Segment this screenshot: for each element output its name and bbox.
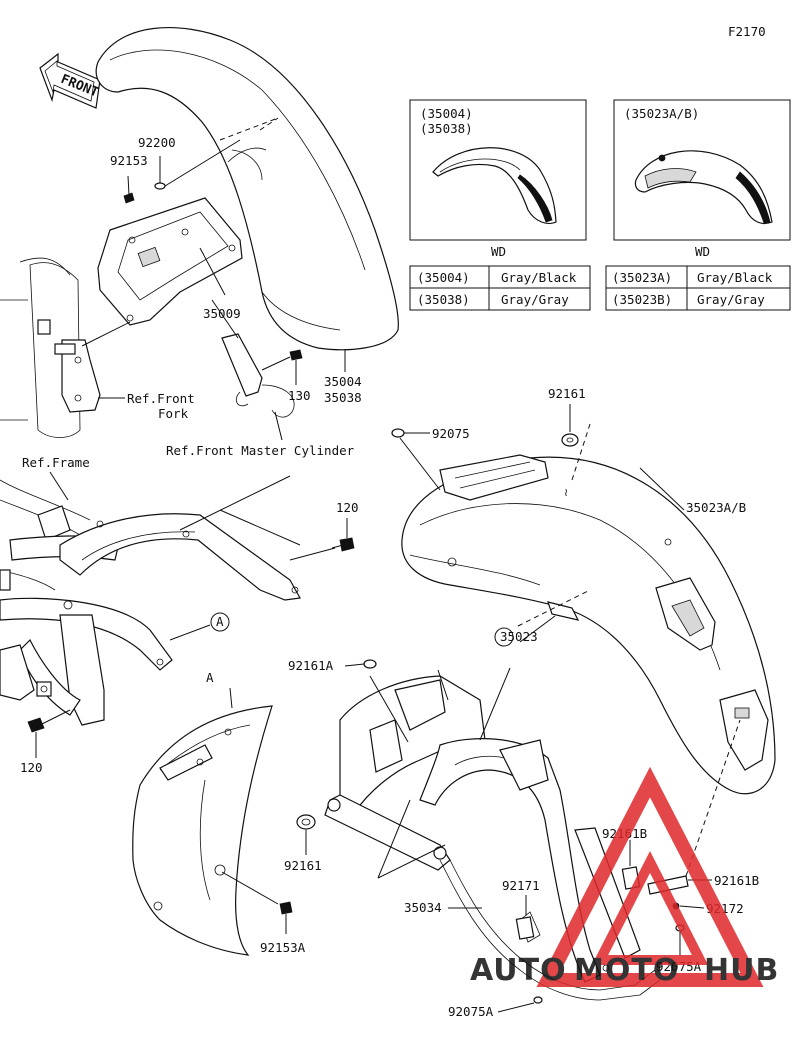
variant-region-right: WD — [695, 244, 710, 259]
rear-fender-35023ab — [401, 454, 776, 795]
callout-92075a-2: 92075A — [448, 1004, 494, 1019]
leader-dash — [571, 423, 591, 481]
leader-line — [639, 467, 685, 511]
pad-92161b-left — [515, 895, 535, 940]
table-cell-code: (35023A) — [612, 270, 672, 285]
table-cell-color: Gray/Gray — [697, 292, 765, 307]
callout-ref-front-fork-1: Ref.Front — [127, 391, 195, 406]
leader-dash — [219, 117, 279, 141]
callout-a-right: 35023 — [500, 629, 538, 644]
variant-region-left: WD — [491, 244, 506, 259]
color-table-left: (35004) Gray/Black (35038) Gray/Gray — [409, 265, 591, 311]
callout-35004: 35004 — [324, 374, 362, 389]
leader-line — [519, 615, 556, 643]
bolt-92153 — [123, 175, 135, 204]
table-cell-code: (35004) — [417, 270, 470, 285]
callout-92075: 92075 — [432, 426, 470, 441]
front-fork — [0, 257, 101, 438]
hose-clamp-bracket — [221, 333, 295, 418]
table-cell-code: (35038) — [417, 292, 470, 307]
leader-line — [274, 411, 283, 441]
bolt-130 — [261, 349, 303, 385]
leader-line — [377, 799, 411, 879]
leader-dash — [685, 719, 741, 877]
variant-box-right: (35023A/B) — [613, 99, 791, 241]
variant-code-35004: (35004) — [420, 106, 473, 121]
table-cell-color: Gray/Black — [697, 270, 773, 285]
leader-dash — [259, 117, 279, 131]
callout-130: 130 — [288, 388, 311, 403]
leader-line — [164, 139, 241, 187]
fender-bracket-35009 — [97, 197, 243, 326]
variant-box-left: (35004) (35038) — [409, 99, 587, 241]
color-table-right: (35023A) Gray/Black (35023B) Gray/Gray — [605, 265, 791, 311]
screw-92153a — [221, 871, 293, 934]
front-fender-35004 — [95, 26, 399, 351]
variant-code-35023ab: (35023A/B) — [624, 106, 699, 121]
fender-stay-35034 — [324, 675, 661, 1001]
grommet-92161-top — [561, 404, 579, 447]
leader-line — [199, 247, 226, 296]
ref-circle-a-left — [210, 612, 230, 632]
leader-line — [179, 475, 291, 531]
figure-code: F2170 — [728, 24, 766, 39]
washer-92200 — [154, 156, 166, 190]
callout-35034: 35034 — [404, 900, 442, 915]
inner-fender-35023 — [132, 705, 273, 956]
callout-ref-frame: Ref.Frame — [22, 455, 90, 470]
callout-92171: 92161B — [714, 873, 759, 888]
callout-120-bottom: 120 — [20, 760, 43, 775]
leader-line — [229, 687, 233, 709]
callout-35038: 35038 — [324, 390, 362, 405]
leader-line — [344, 663, 365, 667]
callout-92161a: 92161A — [288, 658, 334, 673]
leader-line — [479, 667, 511, 741]
leader-dash — [517, 589, 591, 627]
front-arrow-icon: FRONT — [39, 52, 101, 109]
watermark-moto: MOTO — [574, 953, 679, 988]
table-cell-code: (35023B) — [612, 292, 672, 307]
callout-a-left: A — [216, 614, 224, 629]
leader-line — [437, 669, 449, 701]
callout-92161-top: 92161 — [548, 386, 586, 401]
callout-120-top: 120 — [336, 500, 359, 515]
variant-code-35038: (35038) — [420, 121, 473, 136]
table-cell-color: Gray/Gray — [501, 292, 569, 307]
callout-92161-bottom: 92161 — [284, 858, 322, 873]
grommet-92075 — [391, 428, 441, 491]
callout-ref-front-fork-2: Fork — [158, 406, 189, 421]
callout-92200: 92200 — [138, 135, 176, 150]
watermark-hub: HUB — [704, 953, 779, 988]
leader-line — [377, 844, 446, 879]
leader-line — [211, 299, 239, 339]
ref-circle-a-right — [494, 627, 514, 647]
callout-35023: A — [206, 670, 214, 685]
callout-92153a: 92153A — [260, 940, 306, 955]
callout-ref-master-cylinder: Ref.Front Master Cylinder — [166, 443, 355, 458]
leader-line — [369, 675, 409, 743]
fender-mark: ≀ — [564, 486, 568, 499]
grommet-92075a-bottom — [497, 996, 543, 1013]
leader-line — [81, 321, 131, 347]
grommet-92161-bottom — [296, 814, 316, 855]
leader-line — [49, 471, 69, 501]
watermark-logo: AUTO MOTO HUB — [470, 766, 779, 988]
callout-92153: 92153 — [110, 153, 148, 168]
watermark-auto: AUTO — [470, 953, 567, 988]
table-cell-color: Gray/Black — [501, 270, 577, 285]
grommet-92161a — [363, 659, 377, 669]
callout-92161b-2: 92171 — [502, 878, 540, 893]
leader-line — [169, 624, 211, 641]
bolt-120-top — [289, 518, 355, 561]
leader-line — [219, 509, 301, 546]
frame-rear-section — [0, 479, 301, 726]
bolt-120-bottom — [27, 709, 71, 758]
callout-35023ab: 35023A/B — [686, 500, 746, 515]
